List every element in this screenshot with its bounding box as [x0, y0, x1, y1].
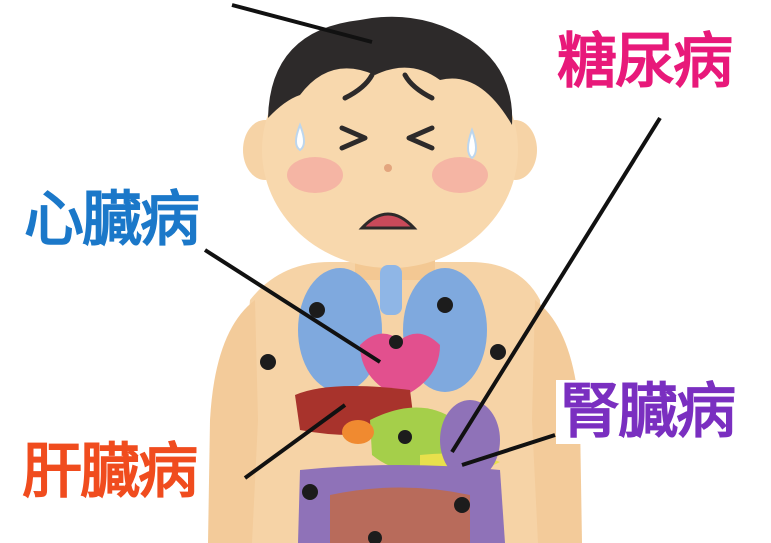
gallbladder — [342, 420, 374, 444]
colon — [330, 488, 470, 543]
label-kidney-disease: 腎臓病 — [556, 380, 738, 444]
label-diabetes: 糖尿病 — [553, 30, 735, 94]
germ — [260, 354, 276, 370]
germ — [398, 430, 412, 444]
nose — [384, 164, 392, 172]
germ — [302, 484, 318, 500]
left-arm — [208, 300, 258, 543]
germ — [490, 344, 506, 360]
left-cheek — [287, 157, 343, 193]
label-heart-disease: 心臓病 — [20, 188, 202, 252]
trachea — [380, 265, 402, 315]
label-liver-disease: 肝臓病 — [18, 440, 200, 504]
germ — [437, 297, 453, 313]
germ — [454, 497, 470, 513]
germ — [309, 302, 325, 318]
right-cheek — [432, 157, 488, 193]
germ — [389, 335, 403, 349]
